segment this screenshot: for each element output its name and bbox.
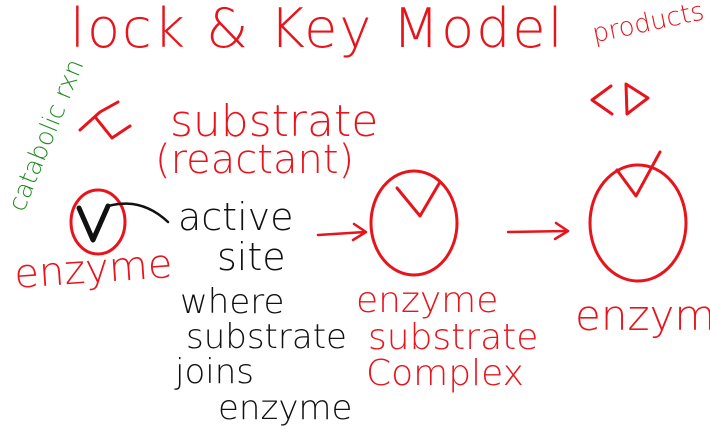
arrow-to-complex	[316, 222, 368, 242]
enzyme-right-notch	[615, 150, 662, 198]
complex-substrate-v	[395, 180, 442, 218]
complex-circle	[369, 169, 459, 277]
where-label-line3: joins	[175, 352, 254, 392]
product-shape-right	[624, 82, 650, 116]
arrow-to-enzyme	[506, 221, 570, 241]
active-site-label-line2: site	[217, 235, 286, 279]
complex-label-line2: substrate	[368, 317, 539, 358]
complex-label-line3: Complex	[366, 353, 524, 394]
complex-label-line1: enzyme	[356, 280, 499, 321]
product-shape-left	[590, 84, 614, 116]
where-label-line4: enzyme	[218, 388, 353, 428]
substrate-label: substrate	[170, 96, 379, 147]
enzyme-label-left: enzyme	[12, 240, 174, 298]
where-label-line2: substrate	[186, 317, 347, 357]
active-site-pointer	[106, 202, 170, 224]
enzyme-circle-right	[588, 163, 688, 283]
active-site-label-line1: active	[178, 195, 294, 239]
enzyme-label-right: enzyme	[575, 291, 710, 340]
substrate-shape	[78, 100, 132, 140]
enzyme-circle-left	[69, 188, 127, 256]
active-site-notch	[76, 203, 111, 243]
diagram-title: lock & Key Model	[70, 0, 565, 60]
reactant-label: (reactant)	[155, 137, 355, 183]
where-label-line1: where	[180, 282, 285, 322]
